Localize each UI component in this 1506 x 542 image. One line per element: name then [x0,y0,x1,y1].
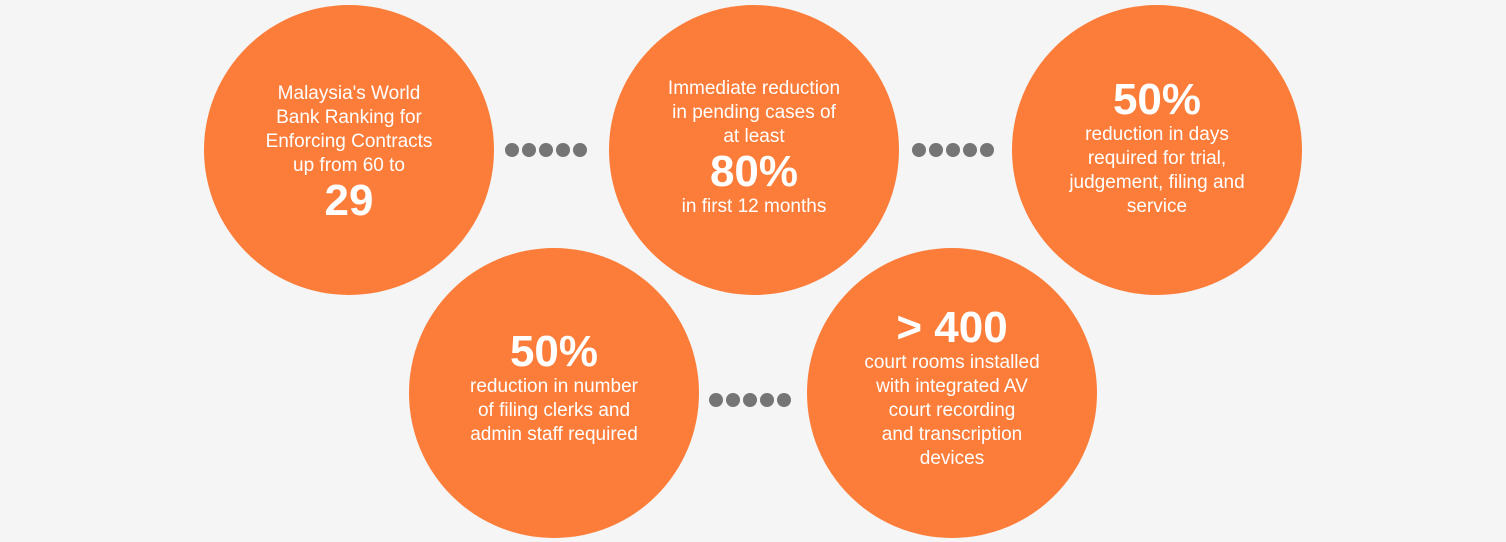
stat-text-line: in pending cases of [672,102,836,123]
stat-figure: 29 [324,176,374,225]
stat-text-line: and transcription [881,424,1023,445]
stat-text-line: reduction in days [1085,124,1229,145]
stat-text-line: required for trial, [1087,148,1227,169]
connector-dots [912,143,994,157]
stat-text-line: Enforcing Contracts [265,131,433,152]
stat-text-line: court recording [888,400,1016,421]
stat-text-line: with integrated AV [876,376,1028,397]
stat-text-line: Immediate reduction [667,78,841,99]
stat-text-line: judgement, filing and [1069,172,1245,193]
stat-figure: 50% [1112,75,1202,124]
stat-text-line: Malaysia's World [277,83,421,104]
connector-dots [505,143,587,157]
dot [556,143,570,157]
stat-text-line: admin staff required [470,424,638,445]
connector-dots [709,393,791,407]
stat-circle-trial-days: 50% reduction in days required for trial… [1012,5,1302,295]
stat-circle-court-rooms: > 400 court rooms installed with integra… [807,248,1097,538]
dot [573,143,587,157]
stat-text-line: of filing clerks and [477,400,631,421]
stat-text-line: reduction in number [470,376,638,397]
stat-figure: 80% [709,147,799,196]
stat-text-line: Bank Ranking for [276,107,422,128]
stat-text-line: service [1126,196,1188,217]
stat-figure: 50% [509,327,599,376]
dot [505,143,519,157]
dot [963,143,977,157]
stat-text-line: in first 12 months [681,196,827,217]
dot [539,143,553,157]
dot [929,143,943,157]
stat-circle-pending-cases: Immediate reduction in pending cases of … [609,5,899,295]
dot [912,143,926,157]
dot [946,143,960,157]
dot [743,393,757,407]
stat-text-line: up from 60 to [293,155,405,176]
stat-text-line: at least [723,126,785,147]
dot [980,143,994,157]
stat-circle-filing-clerks: 50% reduction in number of filing clerks… [409,248,699,538]
dot [522,143,536,157]
dot [777,393,791,407]
dot [726,393,740,407]
stat-circle-world-bank-ranking: Malaysia's World Bank Ranking for Enforc… [204,5,494,295]
stat-text-line: court rooms installed [864,352,1040,373]
dot [760,393,774,407]
stat-text-line: devices [919,448,985,469]
dot [709,393,723,407]
stat-figure: > 400 [896,303,1008,352]
